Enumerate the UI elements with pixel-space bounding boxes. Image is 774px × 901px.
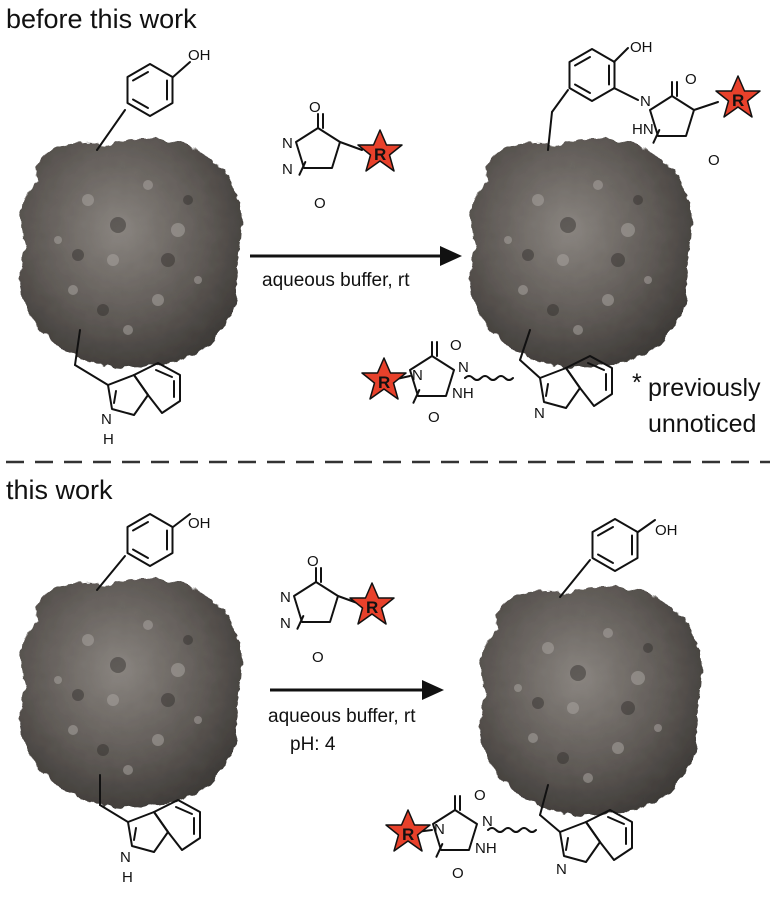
protein-after-right [481,586,702,816]
r-group-label: R [374,145,386,164]
reagent2-o-top: O [307,553,319,570]
r-group-label-product: R [732,91,744,110]
condition-before: aqueous buffer, rt [262,270,410,291]
indole-nh-label-2: N [120,849,131,866]
tryptophan-after-left: N H [99,774,201,886]
ptad-reagent-after: O N N O R [280,553,395,666]
urazole-o2: O [708,152,720,169]
urazole-n-top: N [640,93,651,110]
indolenine-n-2: N [556,861,567,878]
reagent2-n2: N [280,615,291,632]
protein-before-left [21,138,242,368]
tyrosine-product-before: OH N HN O O R [547,39,761,169]
reagent2-n1: N [280,589,291,606]
note-line2: unnoticed [648,410,756,438]
reagent-o-bottom: O [314,195,326,212]
note-marker: * [632,369,642,397]
reagent-o-top: O [309,99,321,116]
note-line1: previously [648,374,761,402]
indole-nh-label: N [101,411,112,428]
r-group-label-trp-2: R [402,825,414,844]
urazole2-n: N [458,359,469,376]
condition-after-line2: pH: 4 [290,734,336,755]
condition-after-line1: aqueous buffer, rt [268,706,416,727]
urazole3-nh: NH [475,840,497,857]
urazole3-o2: O [452,865,464,882]
protein-after-left [21,578,242,808]
protein-before-right [471,138,692,368]
hydroxyl-label-2: OH [188,515,211,532]
urazole2-nh: NH [452,385,474,402]
tyrosine-product-after: OH [559,518,678,598]
urazole3-n: N [482,813,493,830]
indolenine-n: N [534,405,545,422]
tyrosine-before-left: OH [96,47,211,151]
urazole-hn: HN [632,121,654,138]
urazole2-n-r: N [412,367,423,384]
product-hydroxyl-2: OH [655,522,678,539]
urazole3-n-r: N [434,821,445,838]
r-group-label-trp: R [378,373,390,392]
tryptophan-product-before: N O N NH N O R [361,329,613,426]
indole-h-label: H [103,431,114,448]
indole-h-label-2: H [122,869,133,886]
tyrosine-after-left: OH [96,513,211,591]
urazole2-o2: O [428,409,440,426]
this-work-title: this work [6,475,113,505]
ptad-reagent-before: O N N O R [282,99,403,212]
urazole2-o1: O [450,337,462,354]
r-group-label-2: R [366,598,378,617]
reagent2-o-bottom: O [312,649,324,666]
reagent-n2: N [282,161,293,178]
reaction-arrow-after [270,680,444,700]
urazole-o1: O [685,71,697,88]
tryptophan-product-after: N O N NH N O R [385,784,633,882]
reaction-arrow-before [250,246,462,266]
hydroxyl-label: OH [188,47,211,64]
tryptophan-before-left: N H [74,329,181,448]
product-hydroxyl: OH [630,39,653,56]
reagent-n1: N [282,135,293,152]
before-title: before this work [6,4,197,34]
urazole3-o1: O [474,787,486,804]
